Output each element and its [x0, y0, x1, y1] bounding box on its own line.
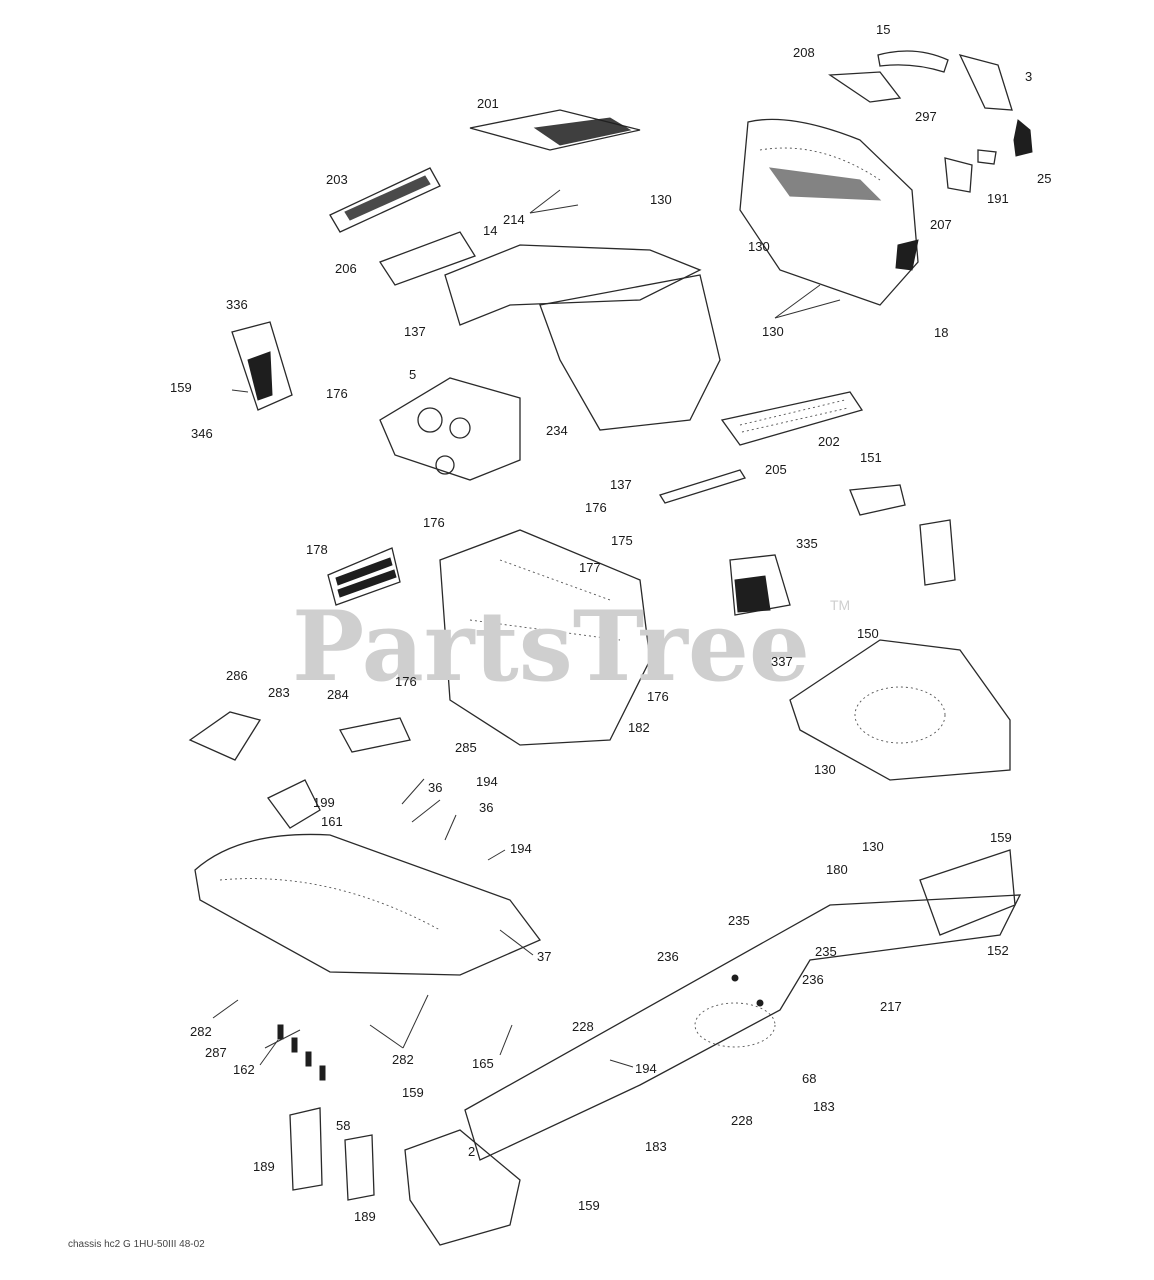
callout-159: 159 [402, 1085, 424, 1100]
callout-130: 130 [862, 839, 884, 854]
callout-199: 199 [313, 795, 335, 810]
callout-203: 203 [326, 172, 348, 187]
callout-159: 159 [170, 380, 192, 395]
callout-180: 180 [826, 862, 848, 877]
callout-178: 178 [306, 542, 328, 557]
callout-191: 191 [987, 191, 1009, 206]
callout-2: 2 [468, 1144, 475, 1159]
callout-337: 337 [771, 654, 793, 669]
callout-336: 336 [226, 297, 248, 312]
callout-18: 18 [934, 325, 948, 340]
callout-282: 282 [190, 1024, 212, 1039]
callout-217: 217 [880, 999, 902, 1014]
callout-182: 182 [628, 720, 650, 735]
callout-206: 206 [335, 261, 357, 276]
drawing-code: chassis hc2 G 1HU-50III 48-02 [68, 1239, 205, 1250]
callout-25: 25 [1037, 171, 1051, 186]
callout-234: 234 [546, 423, 568, 438]
watermark-trademark: TM [830, 597, 850, 613]
callout-165: 165 [472, 1056, 494, 1071]
callout-189: 189 [354, 1209, 376, 1224]
callout-284: 284 [327, 687, 349, 702]
callout-137: 137 [610, 477, 632, 492]
callout-130: 130 [650, 192, 672, 207]
callout-228: 228 [731, 1113, 753, 1128]
callout-130: 130 [814, 762, 836, 777]
callout-287: 287 [205, 1045, 227, 1060]
callout-14: 14 [483, 223, 497, 238]
callout-194: 194 [635, 1061, 657, 1076]
callout-214: 214 [503, 212, 525, 227]
callout-235: 235 [728, 913, 750, 928]
callout-176: 176 [326, 386, 348, 401]
callout-283: 283 [268, 685, 290, 700]
callout-286: 286 [226, 668, 248, 683]
callout-177: 177 [579, 560, 601, 575]
callout-297: 297 [915, 109, 937, 124]
callout-36: 36 [479, 800, 493, 815]
callout-176: 176 [395, 674, 417, 689]
callout-335: 335 [796, 536, 818, 551]
callout-176: 176 [423, 515, 445, 530]
callout-151: 151 [860, 450, 882, 465]
leader-lines [212, 189, 841, 1068]
callout-207: 207 [930, 217, 952, 232]
callout-labels: 15 208 3 297 201 25 203 130 191 207 214 … [170, 22, 1051, 1224]
callout-36: 36 [428, 780, 442, 795]
callout-282: 282 [392, 1052, 414, 1067]
watermark-text: PartsTree [292, 590, 810, 703]
callout-194: 194 [510, 841, 532, 856]
callout-189: 189 [253, 1159, 275, 1174]
parts-artwork [188, 50, 1033, 1246]
callout-194: 194 [476, 774, 498, 789]
callout-58: 58 [336, 1118, 350, 1133]
callout-205: 205 [765, 462, 787, 477]
callout-183: 183 [813, 1099, 835, 1114]
callout-202: 202 [818, 434, 840, 449]
callout-130: 130 [748, 239, 770, 254]
callout-228: 228 [572, 1019, 594, 1034]
callout-162: 162 [233, 1062, 255, 1077]
callout-346: 346 [191, 426, 213, 441]
callout-161: 161 [321, 814, 343, 829]
callout-3: 3 [1025, 69, 1032, 84]
callout-175: 175 [611, 533, 633, 548]
callout-159: 159 [578, 1198, 600, 1213]
callout-285: 285 [455, 740, 477, 755]
callout-183: 183 [645, 1139, 667, 1154]
callout-201: 201 [477, 96, 499, 111]
callout-15: 15 [876, 22, 890, 37]
callout-235: 235 [815, 944, 837, 959]
callout-236: 236 [802, 972, 824, 987]
callout-208: 208 [793, 45, 815, 60]
callout-137: 137 [404, 324, 426, 339]
callout-130: 130 [762, 324, 784, 339]
callout-176: 176 [585, 500, 607, 515]
callout-236: 236 [657, 949, 679, 964]
callout-152: 152 [987, 943, 1009, 958]
callout-150: 150 [857, 626, 879, 641]
callout-176: 176 [647, 689, 669, 704]
callout-159: 159 [990, 830, 1012, 845]
callout-5: 5 [409, 367, 416, 382]
callout-37: 37 [537, 949, 551, 964]
callout-68: 68 [802, 1071, 816, 1086]
